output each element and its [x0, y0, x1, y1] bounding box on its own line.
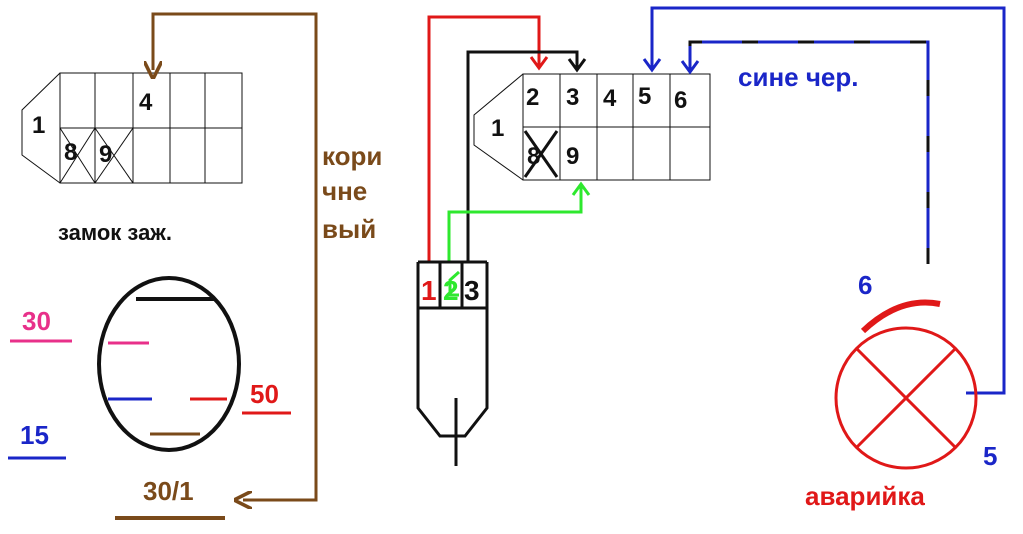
plug-pin-2: 2	[443, 275, 459, 306]
left-pin-8: 8	[64, 139, 77, 166]
switch-plug	[416, 260, 489, 466]
terminal-15-label: 15	[20, 420, 49, 450]
right-pin-9: 9	[566, 143, 579, 170]
left-pin-4: 4	[139, 89, 153, 116]
terminal-50-label: 50	[250, 379, 279, 409]
ignition-lock-oval	[97, 276, 241, 452]
brown-wire-label-3: вый	[322, 214, 376, 244]
black-wire	[466, 50, 587, 262]
terminal-30-1-label: 30/1	[143, 476, 194, 506]
blue-wire	[642, 6, 1006, 395]
left-connector	[21, 72, 243, 184]
brown-wire	[153, 12, 318, 500]
brown-wire-label-2: чне	[322, 176, 367, 206]
right-pin-8: 8	[527, 143, 540, 170]
pin-8-cross	[523, 130, 559, 178]
lamp-pin-6-label: 6	[858, 270, 872, 300]
red-wire	[427, 15, 549, 262]
right-pin-1: 1	[491, 115, 504, 142]
lamp-pin-5-label: 5	[983, 441, 997, 471]
blue-black-wire	[680, 40, 930, 264]
brown-wire-label-1: кори	[322, 141, 382, 171]
hazard-lamp	[834, 299, 978, 470]
right-pin-6: 6	[674, 87, 687, 114]
green-wire	[447, 181, 591, 297]
plug-pin-3: 3	[464, 275, 480, 306]
right-pin-2: 2	[526, 84, 539, 111]
ignition-lock-title: замок заж.	[58, 220, 172, 245]
plug-pin-1: 1	[421, 275, 437, 306]
right-pin-5: 5	[638, 83, 651, 110]
terminal-30-label: 30	[22, 306, 51, 336]
left-pin-1: 1	[32, 112, 45, 139]
left-pin-9: 9	[99, 141, 112, 168]
right-pin-4: 4	[603, 85, 617, 112]
hazard-lamp-label: аварийка	[805, 481, 925, 511]
blue-black-wire-label: сине чер.	[738, 62, 859, 92]
right-connector	[473, 73, 711, 181]
right-pin-3: 3	[566, 84, 579, 111]
